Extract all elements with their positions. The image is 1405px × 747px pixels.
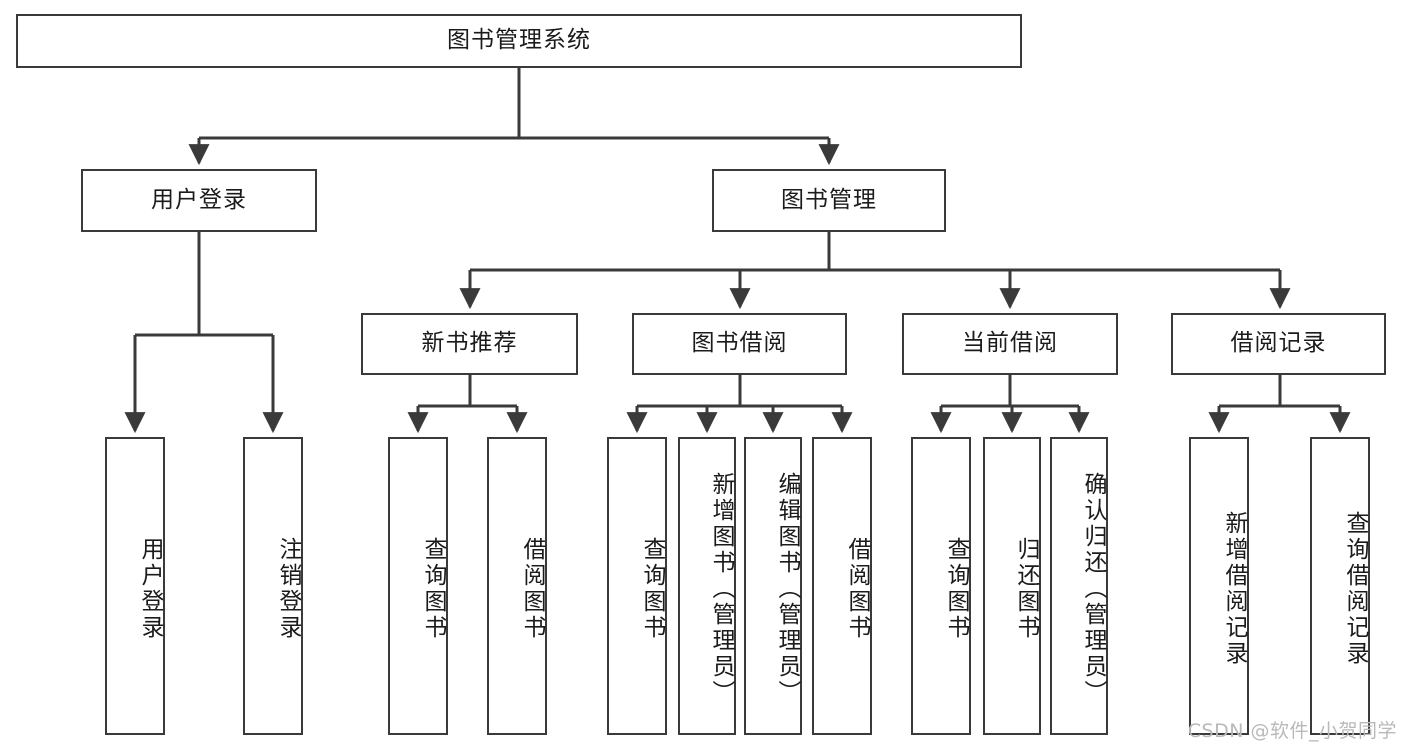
leaf-user-logout[interactable]: 注销登录 — [243, 437, 303, 735]
node-current-borrowing[interactable]: 当前借阅 — [902, 313, 1118, 375]
node-book-borrowing-label: 图书借阅 — [691, 330, 788, 357]
leaf-newbook-borrow-book[interactable]: 借阅图书 — [487, 437, 547, 735]
leaf-records-add-record-label: 新增借阅记录 — [1221, 511, 1247, 667]
node-book-borrowing[interactable]: 图书借阅 — [632, 313, 847, 375]
node-borrow-records-label: 借阅记录 — [1230, 330, 1327, 357]
leaf-newbook-query-book-label: 查询图书 — [420, 537, 446, 641]
leaf-borrow-add-book-admin-label: 新增图书（管理员） — [708, 472, 734, 706]
leaf-records-query-record-label: 查询借阅记录 — [1342, 511, 1368, 667]
leaf-current-query-book-label: 查询图书 — [943, 537, 969, 641]
leaf-records-query-record[interactable]: 查询借阅记录 — [1310, 437, 1370, 735]
leaf-current-confirm-return-admin[interactable]: 确认归还（管理员） — [1050, 437, 1108, 735]
node-book-management[interactable]: 图书管理 — [712, 169, 946, 232]
leaf-borrow-edit-book-admin-label: 编辑图书（管理员） — [774, 472, 800, 706]
leaf-user-login-label: 用户登录 — [137, 537, 163, 641]
leaf-borrow-query-book-label: 查询图书 — [639, 537, 665, 641]
node-borrow-records[interactable]: 借阅记录 — [1171, 313, 1386, 375]
leaf-borrow-edit-book-admin[interactable]: 编辑图书（管理员） — [744, 437, 802, 735]
node-book-management-label: 图书管理 — [781, 186, 877, 213]
leaf-user-login[interactable]: 用户登录 — [105, 437, 165, 735]
node-new-book-recommendation[interactable]: 新书推荐 — [361, 313, 578, 375]
leaf-borrow-borrow-book-label: 借阅图书 — [844, 537, 870, 641]
leaf-newbook-query-book[interactable]: 查询图书 — [388, 437, 448, 735]
leaf-current-query-book[interactable]: 查询图书 — [911, 437, 971, 735]
leaf-current-confirm-return-admin-label: 确认归还（管理员） — [1080, 472, 1106, 706]
watermark: CSDN @软件_小贺同学 — [1187, 720, 1397, 742]
leaf-borrow-query-book[interactable]: 查询图书 — [607, 437, 667, 735]
node-new-book-recommendation-label: 新书推荐 — [421, 330, 518, 357]
node-user-login[interactable]: 用户登录 — [81, 169, 317, 232]
leaf-newbook-borrow-book-label: 借阅图书 — [519, 537, 545, 641]
node-root-label: 图书管理系统 — [447, 27, 591, 54]
leaf-user-logout-label: 注销登录 — [275, 537, 301, 641]
leaf-borrow-borrow-book[interactable]: 借阅图书 — [812, 437, 872, 735]
node-user-login-label: 用户登录 — [151, 186, 247, 213]
node-root[interactable]: 图书管理系统 — [16, 14, 1022, 68]
leaf-current-return-book-label: 归还图书 — [1013, 537, 1039, 641]
leaf-current-return-book[interactable]: 归还图书 — [983, 437, 1041, 735]
leaf-borrow-add-book-admin[interactable]: 新增图书（管理员） — [678, 437, 736, 735]
node-current-borrowing-label: 当前借阅 — [962, 330, 1058, 357]
leaf-records-add-record[interactable]: 新增借阅记录 — [1189, 437, 1249, 735]
